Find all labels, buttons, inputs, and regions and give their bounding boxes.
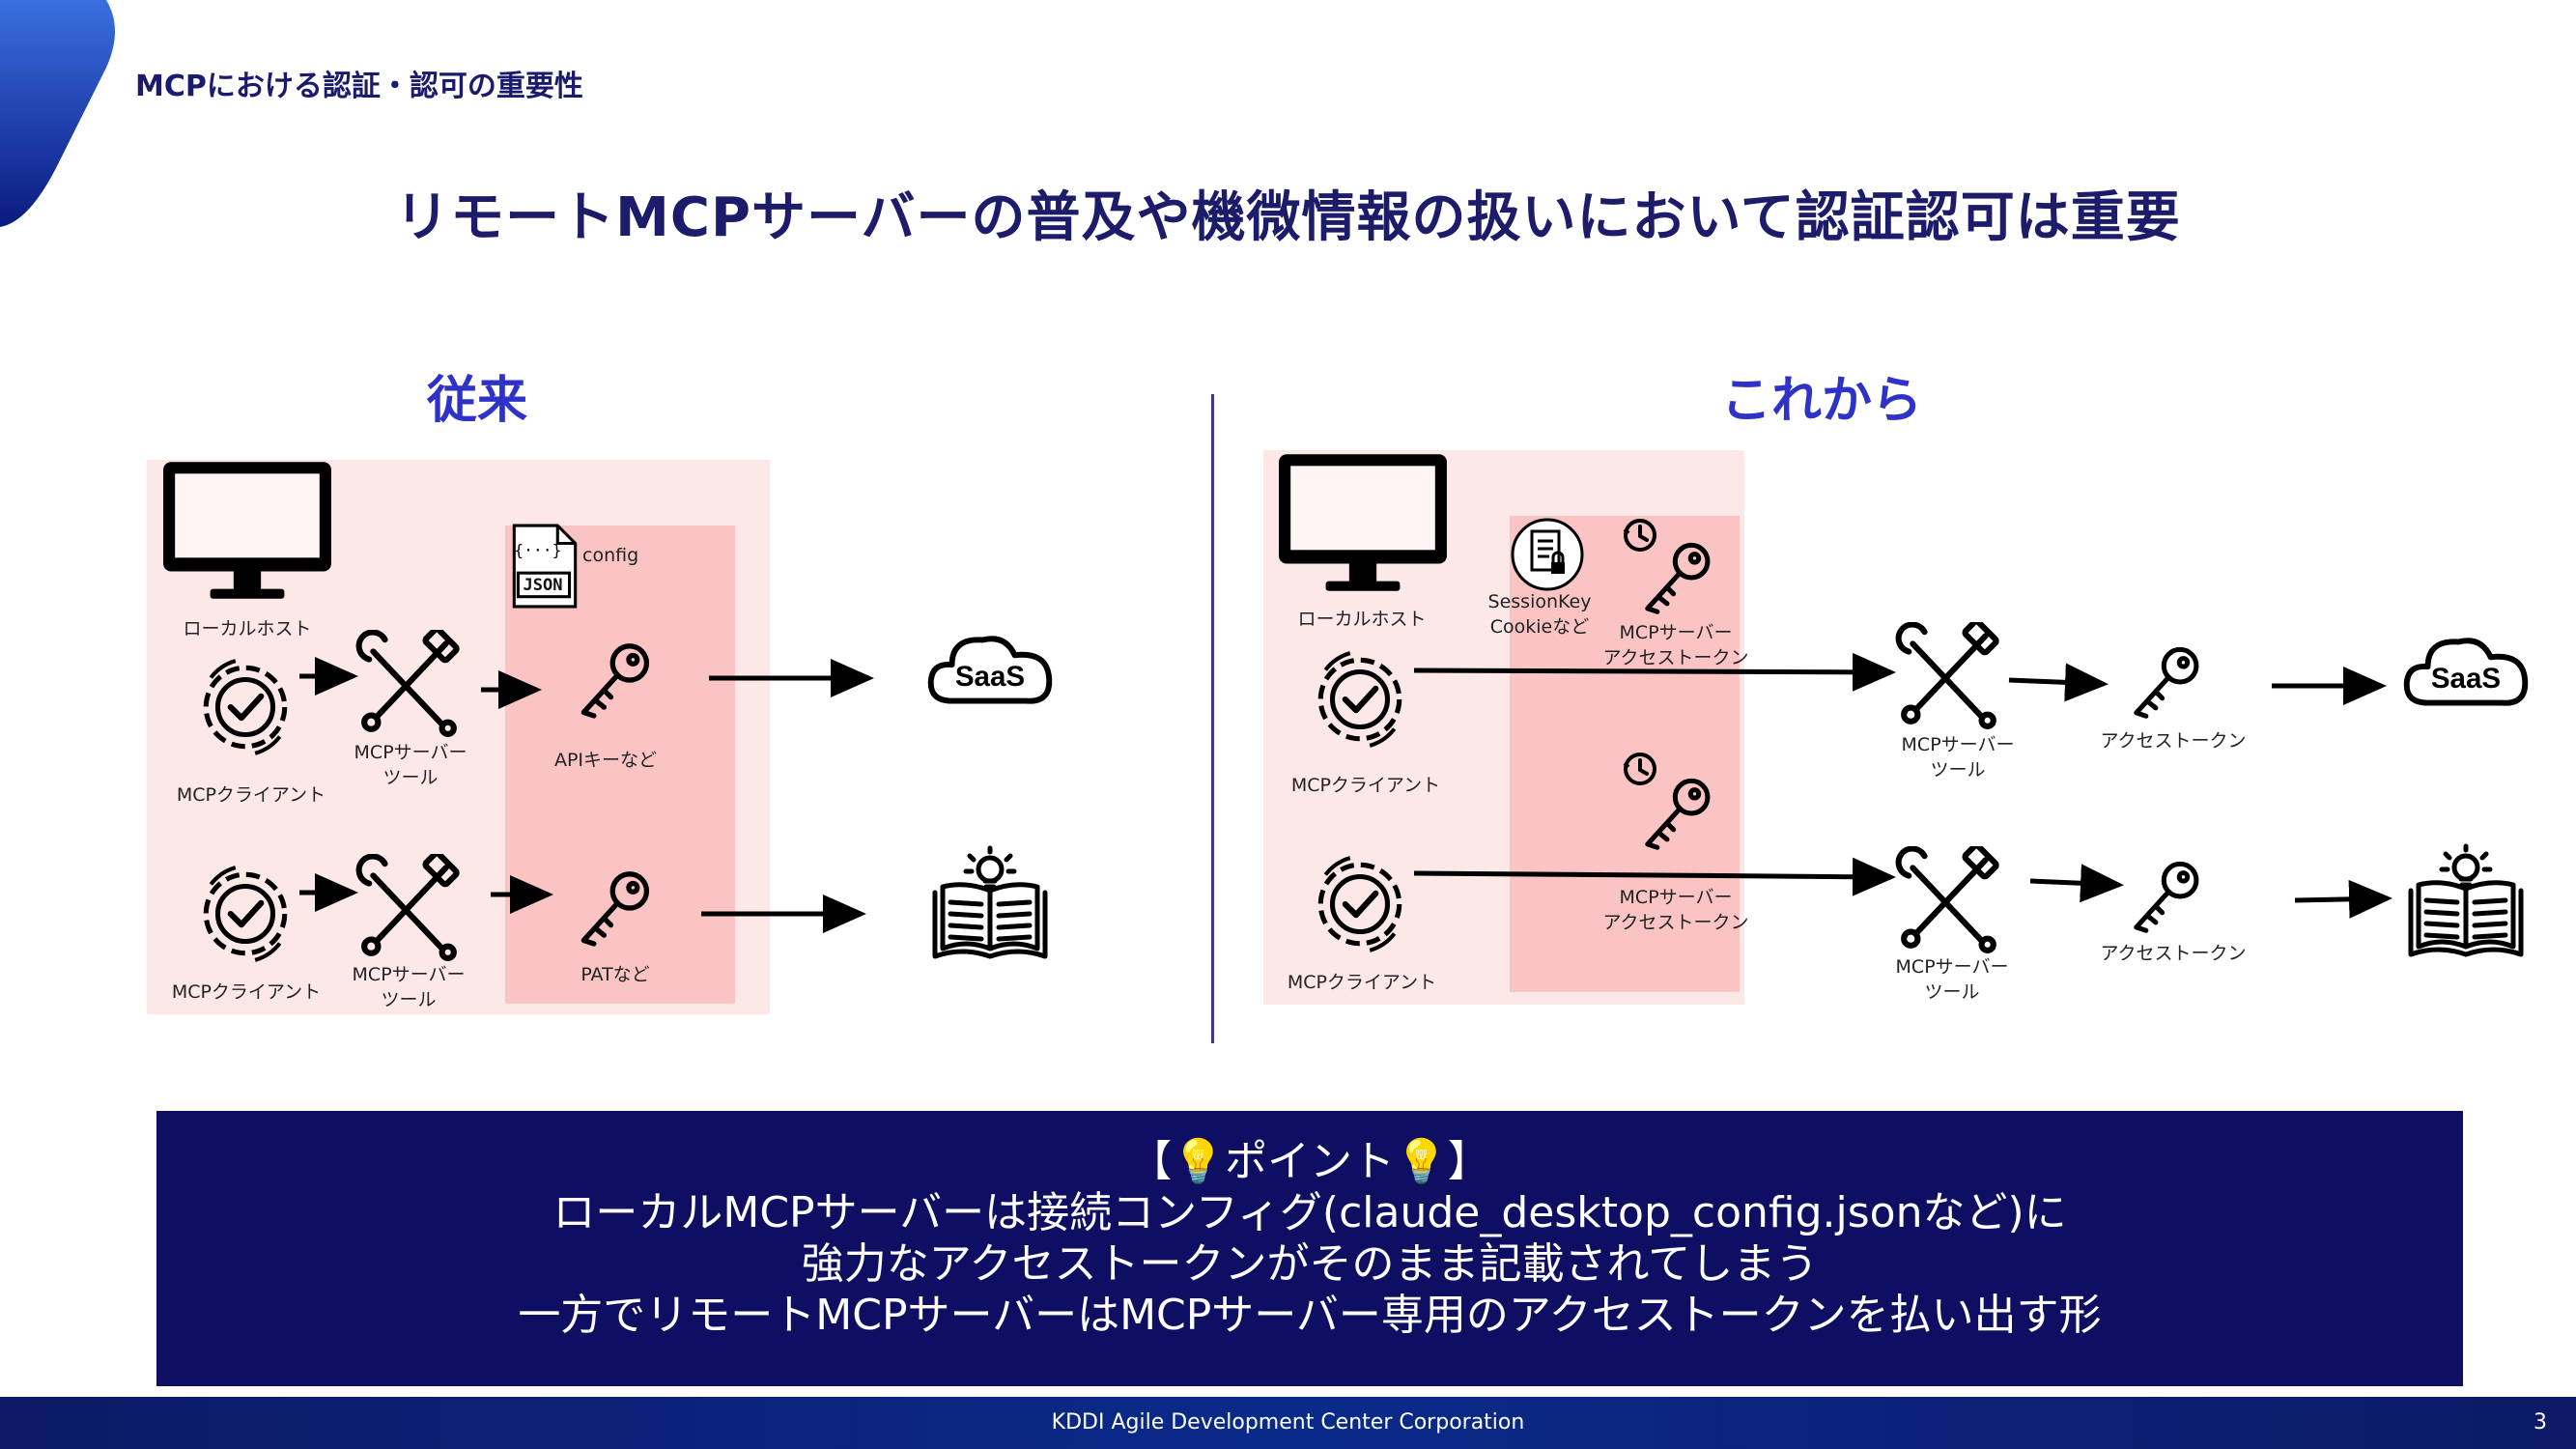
token-label-1a: MCPサーバー: [1619, 622, 1733, 643]
server-label-left-2a: MCPサーバー: [352, 964, 466, 985]
point-line-2: 強力なアクセストークンがそのまま記載されてしまう: [801, 1239, 1819, 1289]
page-title: リモートMCPサーバーの普及や機微情報の扱いにおいて認証認可は重要: [395, 186, 2181, 249]
corner-decoration: [0, 0, 115, 227]
column-divider: [1211, 394, 1214, 1043]
localhost-label-left: ローカルホスト: [183, 618, 312, 639]
json-badge: JSON: [523, 576, 563, 595]
server-label-left-1a: MCPサーバー: [354, 742, 467, 763]
session-label-b: Cookieなど: [1489, 616, 1590, 638]
client-label-right-2: MCPクライアント: [1287, 972, 1437, 993]
footer-bar: KDDI Agile Development Center Corporatio…: [0, 1397, 2576, 1449]
client-label-left-2: MCPクライアント: [171, 981, 322, 1003]
pat-label: PATなど: [580, 964, 650, 985]
client-label-right-1: MCPクライアント: [1290, 775, 1441, 796]
config-label: config: [582, 545, 639, 566]
session-label-a: SessionKey: [1487, 591, 1592, 612]
point-line-3: 一方でリモートMCPサーバーはMCPサーバー専用のアクセストークンを払い出す形: [518, 1291, 2102, 1340]
access-token-label-1: アクセストークン: [2100, 730, 2247, 752]
token-panel-right: [1510, 516, 1740, 992]
arrows-left: [299, 657, 874, 933]
server-label-left-2b: ツール: [381, 989, 437, 1010]
point-callout: 【💡ポイント💡】 ローカルMCPサーバーは接続コンフィグ(claude_desk…: [156, 1111, 2463, 1386]
localhost-label-right: ローカルホスト: [1297, 609, 1427, 630]
heading-before: 従来: [427, 372, 528, 430]
api-key-label: APIキーなど: [553, 750, 658, 771]
point-line-1: ローカルMCPサーバーは接続コンフィグ(claude_desktop_confi…: [552, 1188, 2067, 1237]
page-number: 3: [2534, 1410, 2547, 1435]
section-label: MCPにおける認証・認可の重要性: [135, 70, 583, 103]
client-label-left-1: MCPクライアント: [176, 784, 326, 806]
access-token-label-2: アクセストークン: [2100, 943, 2247, 964]
footer-company: KDDI Agile Development Center Corporatio…: [1051, 1410, 1525, 1435]
server-label-right-1a: MCPサーバー: [1901, 734, 2015, 755]
token-label-2b: アクセストークン: [1602, 912, 1749, 933]
point-heading: 【💡ポイント💡】: [1129, 1137, 1490, 1186]
arrows-right: [1413, 652, 2392, 919]
server-label-right-2a: MCPサーバー: [1895, 956, 2009, 978]
token-label-1b: アクセストークン: [1602, 647, 1749, 668]
server-label-left-1b: ツール: [382, 767, 439, 788]
token-label-2a: MCPサーバー: [1619, 887, 1733, 908]
server-label-right-1b: ツール: [1930, 759, 1986, 781]
heading-after: これから: [1721, 372, 1923, 430]
server-label-right-2b: ツール: [1924, 981, 1980, 1003]
